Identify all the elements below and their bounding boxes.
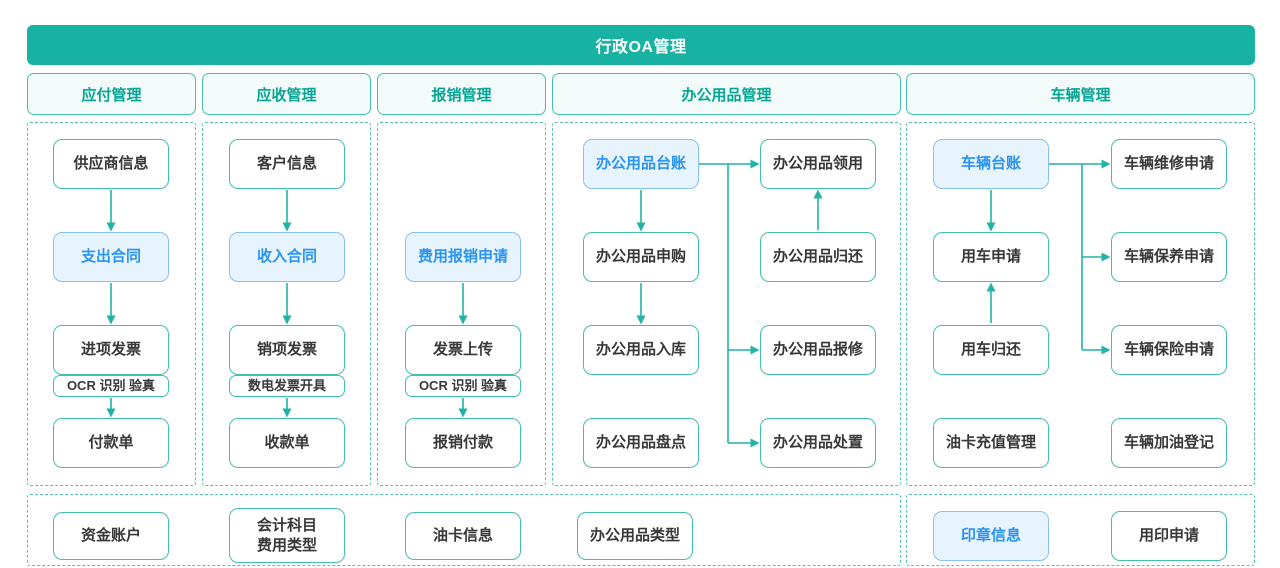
node-office-supplies-stocktake: 办公用品盘点 [583,418,699,468]
node-expense-contract[interactable]: 支出合同 [53,232,169,282]
node-vehicle-use-return: 用车归还 [933,325,1049,375]
node-office-supplies-collect: 办公用品领用 [760,139,876,189]
node-office-supplies-disposal: 办公用品处置 [760,418,876,468]
header-reimburse-mgmt: 报销管理 [377,73,546,115]
header-vehicle-mgmt: 车辆管理 [906,73,1255,115]
header-receivable-mgmt: 应收管理 [202,73,371,115]
section-basic-data [27,494,901,566]
node-input-invoice: 进项发票 [53,325,169,375]
section-vehicle [906,122,1255,486]
node-invoice-upload: 发票上传 [405,325,521,375]
diagram-title-banner: 行政OA管理 [27,25,1255,65]
node-vehicle-repair-apply: 车辆维修申请 [1111,139,1227,189]
node-office-supplies-type: 办公用品类型 [577,512,693,560]
node-seal-info[interactable]: 印章信息 [933,511,1049,561]
node-office-supplies-repair: 办公用品报修 [760,325,876,375]
section-seal [906,494,1255,566]
node-fuel-card-info: 油卡信息 [405,512,521,560]
node-office-supplies-purchase: 办公用品申购 [583,232,699,282]
node-reimburse-payment: 报销付款 [405,418,521,468]
node-vehicle-maintain-apply: 车辆保养申请 [1111,232,1227,282]
section-office-supplies [552,122,901,486]
node-vehicle-use-apply: 用车申请 [933,232,1049,282]
section-receivable [202,122,371,486]
node-vehicle-insurance-apply: 车辆保险申请 [1111,325,1227,375]
node-receipt-slip: 收款单 [229,418,345,468]
node-office-supplies-ledger[interactable]: 办公用品台账 [583,139,699,189]
node-customer-info: 客户信息 [229,139,345,189]
tag-digital-invoice: 数电发票开具 [229,375,345,397]
node-output-invoice: 销项发票 [229,325,345,375]
tag-ocr-verify-1: OCR 识别 验真 [53,375,169,397]
node-vehicle-ledger[interactable]: 车辆台账 [933,139,1049,189]
node-payment-slip: 付款单 [53,418,169,468]
node-accounting-subjects: 会计科目 费用类型 [229,508,345,563]
node-fuel-card-recharge: 油卡充值管理 [933,418,1049,468]
node-income-contract[interactable]: 收入合同 [229,232,345,282]
node-office-supplies-return: 办公用品归还 [760,232,876,282]
node-office-supplies-inbound: 办公用品入库 [583,325,699,375]
tag-ocr-verify-2: OCR 识别 验真 [405,375,521,397]
node-fund-account: 资金账户 [53,512,169,560]
node-supplier-info: 供应商信息 [53,139,169,189]
node-vehicle-refuel-register: 车辆加油登记 [1111,418,1227,468]
section-payable [27,122,196,486]
header-payable-mgmt: 应付管理 [27,73,196,115]
node-expense-reimburse-apply[interactable]: 费用报销申请 [405,232,521,282]
node-seal-use-apply: 用印申请 [1111,511,1227,561]
diagram-title: 行政OA管理 [595,39,687,56]
section-reimburse [377,122,546,486]
header-office-supplies-mgmt: 办公用品管理 [552,73,901,115]
